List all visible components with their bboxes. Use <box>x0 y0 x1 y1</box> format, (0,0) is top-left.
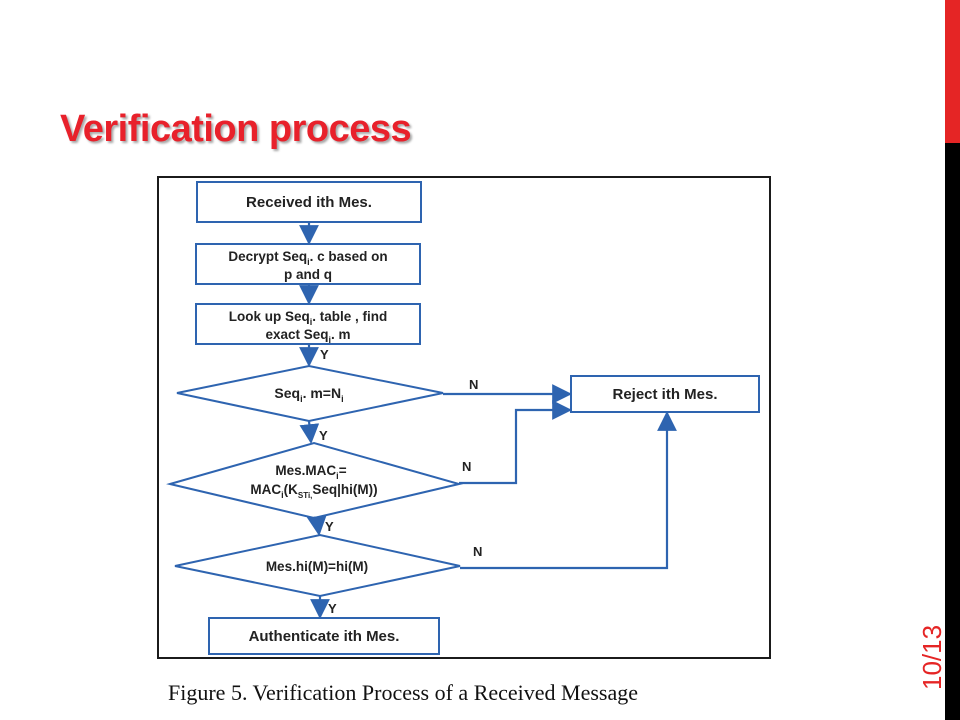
check-mac-label-line2: MACi(KSTi,Seq|hi(M)) <box>250 482 377 500</box>
received-box <box>196 181 422 223</box>
flowchart-diagram: Y Y Y Y N N N Received ith Mes. Decrypt … <box>166 181 760 655</box>
label-yes-2: Y <box>319 428 328 443</box>
label-yes-4: Y <box>328 601 337 616</box>
arrow-checkhash-reject <box>460 411 677 570</box>
accent-bar-red <box>945 0 960 143</box>
check-seq-label: Seqi. m=Ni <box>274 385 343 404</box>
label-yes-1: Y <box>320 347 329 362</box>
decrypt-label-line2: p and q <box>284 267 332 282</box>
arrow-checkmac-reject <box>459 400 572 485</box>
label-no-3: N <box>473 544 482 559</box>
label-no-2: N <box>462 459 471 474</box>
arrow-checkseq-checkmac <box>299 420 320 444</box>
authenticate-label: Authenticate ith Mes. <box>249 628 400 645</box>
check-mac-label: Mes.MACi= <box>275 463 346 481</box>
accent-bar-black <box>945 143 960 720</box>
page-number: 10/13 <box>917 624 947 690</box>
label-yes-3: Y <box>325 519 334 534</box>
authenticate-box <box>208 617 440 655</box>
lookup-label: Look up Seqi. table , find <box>229 309 388 327</box>
reject-label: Reject ith Mes. <box>612 386 717 403</box>
check-hash-label: Mes.hi(M)=hi(M) <box>266 559 368 574</box>
label-no-1: N <box>469 377 478 392</box>
figure-caption: Figure 5. Verification Process of a Rece… <box>168 680 639 705</box>
received-label: Received ith Mes. <box>246 194 372 211</box>
check-mac-diamond <box>166 441 463 520</box>
slide-title: Verification process <box>60 108 412 150</box>
flowchart-figure: Y Y Y Y N N N Received ith Mes. Decrypt … <box>157 176 771 659</box>
lookup-box <box>195 303 421 345</box>
arrow-checkmac-checkhash <box>306 515 327 536</box>
decrypt-label: Decrypt Seqi. c based on <box>228 249 387 267</box>
check-hash-diamond <box>174 533 461 598</box>
lookup-label-line2: exact Seqi. m <box>265 327 350 345</box>
